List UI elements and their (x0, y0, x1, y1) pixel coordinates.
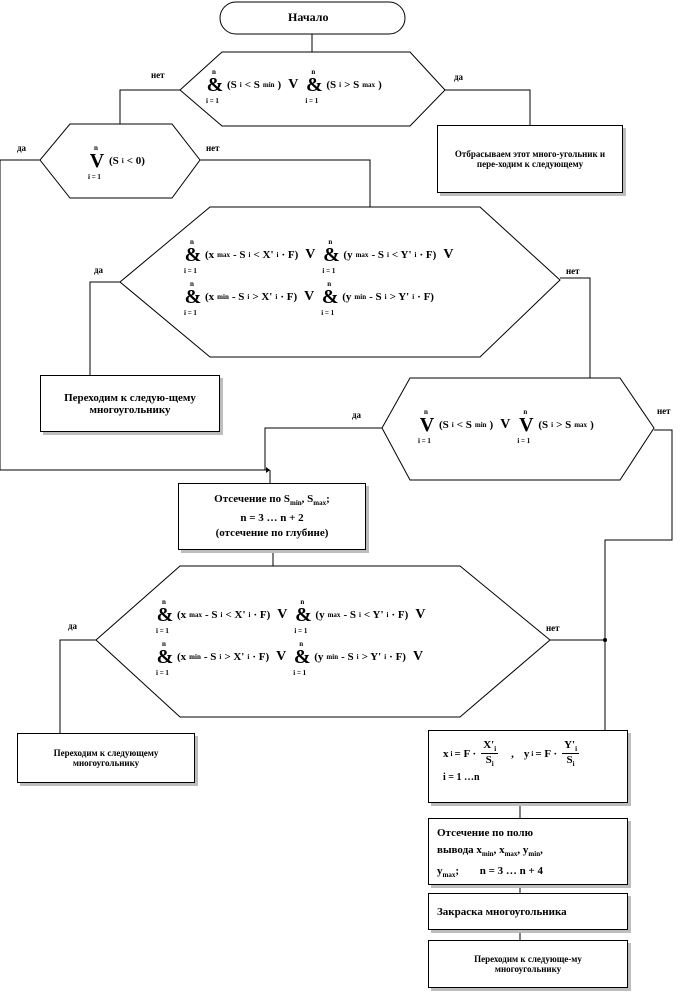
and-operator: n&i = 1 (184, 237, 202, 275)
discard-text: Отбрасываем этот много-угольник и пере-х… (454, 149, 606, 169)
next-polygon-text-3: Переходим к следующе-му многоугольнику (474, 954, 582, 974)
and-operator: n&i = 1 (294, 597, 312, 635)
no-label-5: нет (546, 623, 560, 633)
next-polygon-box-3: Переходим к следующе-му многоугольнику (428, 940, 628, 988)
decision-3-shape (119, 206, 561, 358)
discard-box: Отбрасываем этот много-угольник и пере-х… (437, 125, 623, 193)
clip-field-line-3: ymax; n = 3 … n + 4 (437, 865, 544, 880)
no-label-4: нет (657, 406, 671, 416)
no-label-2: нет (206, 143, 220, 153)
clip-depth-line-2: n = 3 … n + 2 (240, 512, 304, 525)
fill-polygon-text: Закраска многоугольника (437, 905, 567, 918)
clip-depth-line-1: Отсечение по Smin, Smax; (214, 492, 330, 508)
next-polygon-box-2: Переходим к следующему многоугольнику (17, 733, 195, 783)
clip-field-box: Отсечение по полю вывода xmin, xmax, ymi… (428, 818, 628, 885)
and-operator: n&i = 1 (156, 597, 174, 635)
yes-label-3: да (94, 265, 104, 275)
decision-5-shape (95, 565, 551, 718)
yes-label-2: да (17, 143, 27, 153)
and-operator: n&i = 1 (156, 639, 174, 677)
and-operator: n&i = 1 (322, 237, 340, 275)
no-label-3: нет (566, 266, 580, 276)
yes-label-5: да (68, 621, 78, 631)
next-polygon-box-1: Переходим к следую-щему многоугольнику (40, 375, 220, 432)
and-operator: n&i = 1 (321, 279, 339, 317)
decision-4-shape (381, 377, 655, 481)
decision-2-shape (39, 123, 201, 199)
and-operator: n&i = 1 (293, 639, 311, 677)
next-polygon-text-1: Переходим к следую-щему многоугольнику (64, 391, 196, 416)
start-label: Начало (288, 10, 329, 24)
yes-label-4: да (352, 410, 362, 420)
arrow-marks (266, 467, 607, 642)
next-polygon-text-2: Переходим к следующему многоугольнику (53, 748, 159, 768)
projection-range: i = 1 …n (443, 772, 480, 784)
no-label-1: нет (151, 70, 165, 80)
clip-depth-line-3: (отсечение по глубине) (215, 527, 329, 540)
and-operator: n&i = 1 (305, 67, 323, 105)
and-operator: n&i = 1 (184, 279, 202, 317)
yes-label-1: да (454, 72, 464, 82)
fill-polygon-box: Закраска многоугольника (428, 893, 628, 930)
and-operator: n&i = 1 (206, 67, 224, 105)
start-terminal-shape (219, 1, 406, 35)
clip-depth-box: Отсечение по Smin, Smax; n = 3 … n + 2 (… (178, 483, 366, 550)
decision-1-shape (179, 51, 446, 127)
connector-lines (0, 34, 673, 940)
clip-field-line-1: Отсечение по полю (437, 827, 533, 839)
clip-field-line-2: вывода xmin, xmax, ymin, (437, 844, 543, 859)
